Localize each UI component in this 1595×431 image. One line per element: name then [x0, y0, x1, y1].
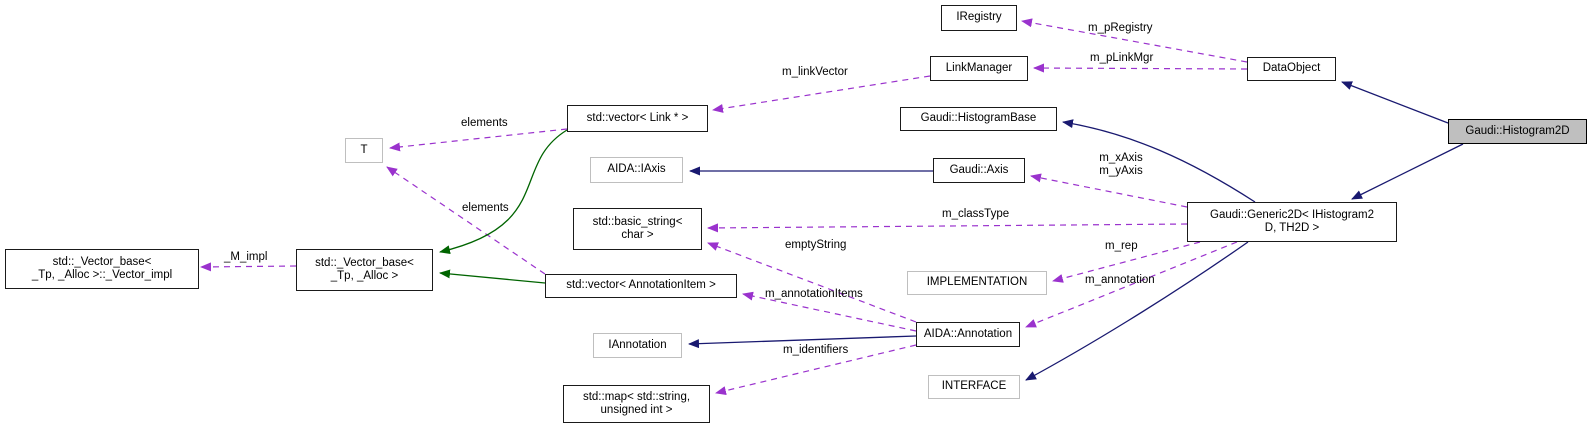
node-gaudi-histogram2d[interactable]: Gaudi::Histogram2D	[1448, 119, 1587, 144]
edge-template-vectorannotation-vectorbase	[439, 269, 546, 284]
node-iannotation[interactable]: IAnnotation	[593, 333, 682, 358]
node-t[interactable]: T	[345, 138, 383, 163]
edge-m-annotation	[1025, 241, 1238, 328]
edge-inherit-annotation-iannotation	[688, 335, 917, 349]
node-interface[interactable]: INTERFACE	[928, 375, 1020, 399]
node-iregistry[interactable]: IRegistry	[941, 5, 1017, 31]
edge-m-linkvector	[712, 75, 931, 113]
edge-inherit-generic2d-interface	[1025, 241, 1249, 381]
node-std-vector-base-impl[interactable]: std::_Vector_base< _Tp, _Alloc >::_Vecto…	[5, 249, 199, 289]
edge-m-impl	[200, 262, 297, 272]
edge-m-xaxis-yaxis	[1030, 173, 1188, 208]
edge-inherit-generic2d-histogrambase	[1062, 119, 1256, 203]
edge-m-pregistry	[1021, 18, 1248, 63]
node-gaudi-generic2d[interactable]: Gaudi::Generic2D< IHistogram2 D, TH2D >	[1187, 202, 1397, 242]
edge-elements-top	[389, 128, 568, 152]
node-std-vector-link[interactable]: std::vector< Link * >	[567, 105, 708, 132]
node-linkmanager[interactable]: LinkManager	[930, 56, 1028, 81]
node-std-vector-annotationitem[interactable]: std::vector< AnnotationItem >	[545, 274, 737, 298]
node-gaudi-axis[interactable]: Gaudi::Axis	[933, 158, 1025, 183]
node-std-map[interactable]: std::map< std::string, unsigned int >	[563, 385, 710, 423]
node-aida-annotation[interactable]: AIDA::Annotation	[916, 322, 1020, 347]
edge-emptystring	[707, 242, 917, 323]
node-dataobject[interactable]: DataObject	[1247, 57, 1336, 81]
node-gaudi-histogrambase[interactable]: Gaudi::HistogramBase	[900, 107, 1057, 131]
node-implementation[interactable]: IMPLEMENTATION	[907, 271, 1047, 295]
edge-m-annotationitems	[742, 291, 917, 332]
edge-inherit-histogram2d-dataobject	[1341, 81, 1449, 124]
edge-m-rep	[1052, 241, 1201, 283]
edge-elements-bottom	[386, 166, 546, 275]
edge-inherit-histogram2d-generic2d	[1351, 143, 1464, 200]
node-aida-iaxis[interactable]: AIDA::IAxis	[590, 157, 683, 183]
edge-m-classtype	[707, 223, 1188, 233]
edge-template-vectorlink-vectorbase	[439, 129, 568, 255]
edge-m-plinkmgr	[1033, 63, 1248, 73]
node-std-basic-string[interactable]: std::basic_string< char >	[573, 208, 702, 250]
node-std-vector-base[interactable]: std::_Vector_base< _Tp, _Alloc >	[296, 249, 433, 291]
edge-m-identifiers	[715, 344, 917, 396]
